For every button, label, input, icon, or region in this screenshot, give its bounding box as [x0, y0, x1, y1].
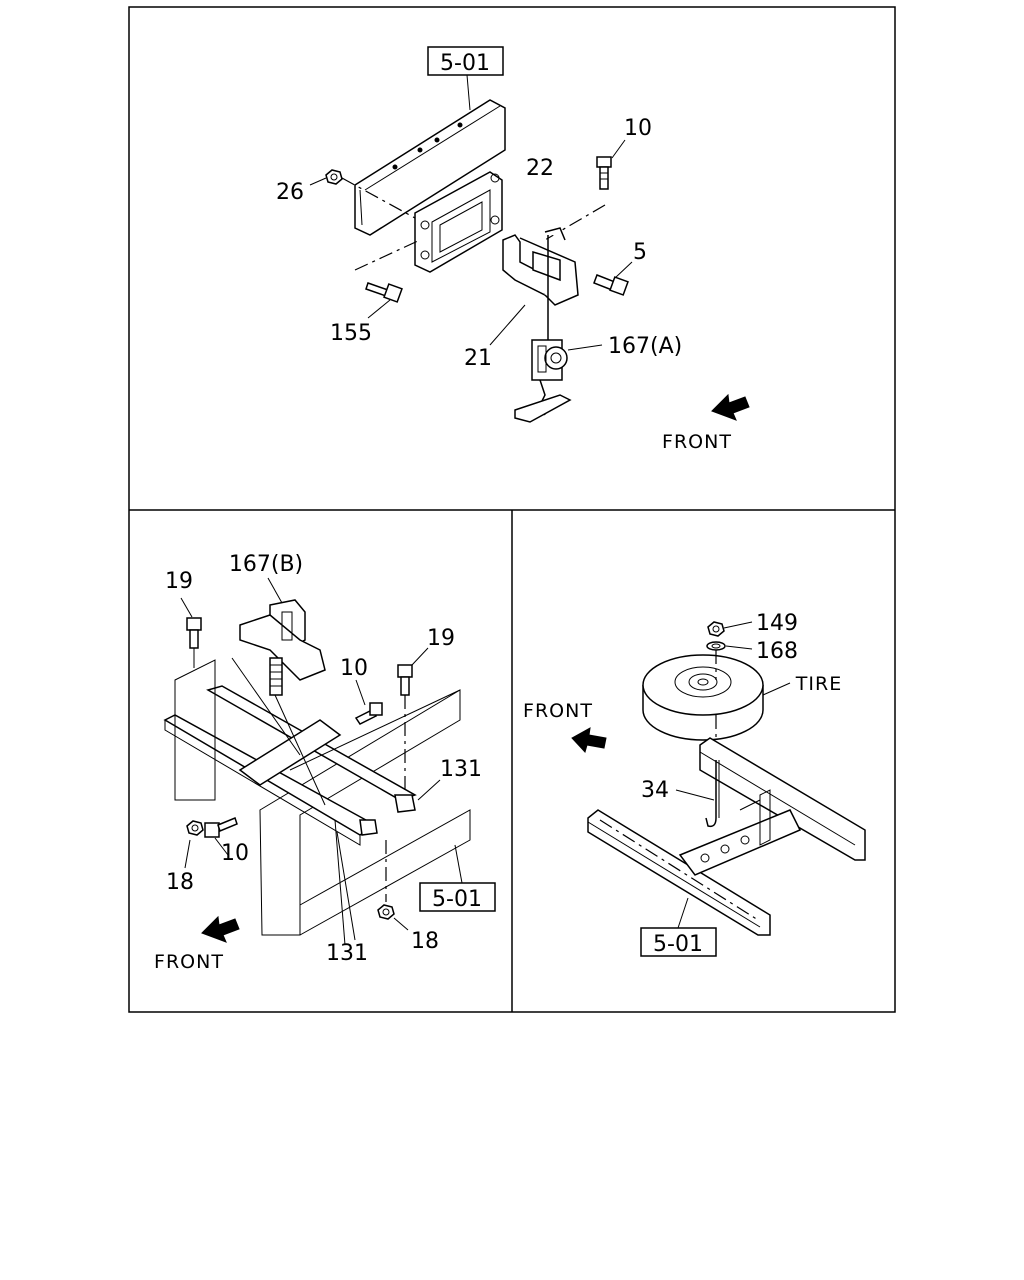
bolt-10: [596, 156, 612, 190]
right-ref-label: 5-01: [653, 932, 703, 957]
frame-rail: [354, 99, 506, 236]
label-34: 34: [641, 778, 669, 803]
left-panel: 5-01 19 167(B) 19 10 131 18 10 131 18 FR…: [154, 552, 496, 973]
bolt-10-lower: [204, 817, 238, 838]
left-front-arrow: [201, 915, 240, 943]
label-149: 149: [756, 611, 798, 636]
nut-149: [707, 621, 725, 637]
left-front-label: FRONT: [154, 951, 224, 973]
left-ref-box[interactable]: 5-01: [419, 882, 496, 912]
label-18-bottom: 18: [411, 929, 439, 954]
right-front-label: FRONT: [523, 700, 593, 722]
top-front-arrow: [711, 393, 750, 421]
rear-frame: [587, 737, 866, 936]
label-155: 155: [330, 321, 372, 346]
winch-167a: [514, 339, 572, 423]
clamp-131: [359, 794, 416, 836]
right-front-arrow: [571, 727, 607, 753]
top-ref-box[interactable]: 5-01: [427, 46, 504, 76]
right-ref-box[interactable]: 5-01: [640, 927, 717, 957]
washer-168: [706, 641, 726, 651]
nut-18-left: [186, 820, 204, 836]
left-frame: [163, 659, 471, 946]
bolt-5: [593, 274, 629, 296]
bolt-155: [365, 282, 403, 303]
label-10-upper: 10: [340, 656, 368, 681]
top-panel: 5-01: [276, 46, 750, 453]
label-19-right: 19: [427, 626, 455, 651]
label-18-left: 18: [166, 870, 194, 895]
label-5: 5: [633, 240, 647, 265]
right-panel: 5-01 149 168 TIRE 34 FRONT: [523, 611, 866, 957]
label-22: 22: [526, 156, 554, 181]
panel-frames: [128, 6, 896, 1013]
nut-26: [325, 169, 343, 185]
label-131-lower: 131: [326, 941, 368, 966]
spare-tire: [642, 654, 764, 741]
top-ref-label: 5-01: [440, 51, 490, 76]
label-10-lower: 10: [221, 841, 249, 866]
label-26: 26: [276, 180, 304, 205]
bolt-19-right: [397, 664, 413, 696]
carrier-21: [502, 227, 579, 340]
label-19-left: 19: [165, 569, 193, 594]
bracket-22: [414, 171, 503, 273]
label-168: 168: [756, 639, 798, 664]
top-front-label: FRONT: [662, 431, 732, 453]
label-10: 10: [624, 116, 652, 141]
left-ref-label: 5-01: [432, 887, 482, 912]
bracket-167b: [231, 599, 326, 806]
label-167b: 167(B): [229, 552, 303, 577]
bolt-10-upper: [354, 702, 383, 725]
label-21: 21: [464, 346, 492, 371]
bolt-19-left: [186, 617, 202, 649]
label-tire: TIRE: [795, 673, 842, 695]
nut-18-bottom: [377, 904, 395, 920]
hook-34: [705, 760, 720, 828]
label-131-upper: 131: [440, 757, 482, 782]
label-167a: 167(A): [608, 334, 682, 359]
